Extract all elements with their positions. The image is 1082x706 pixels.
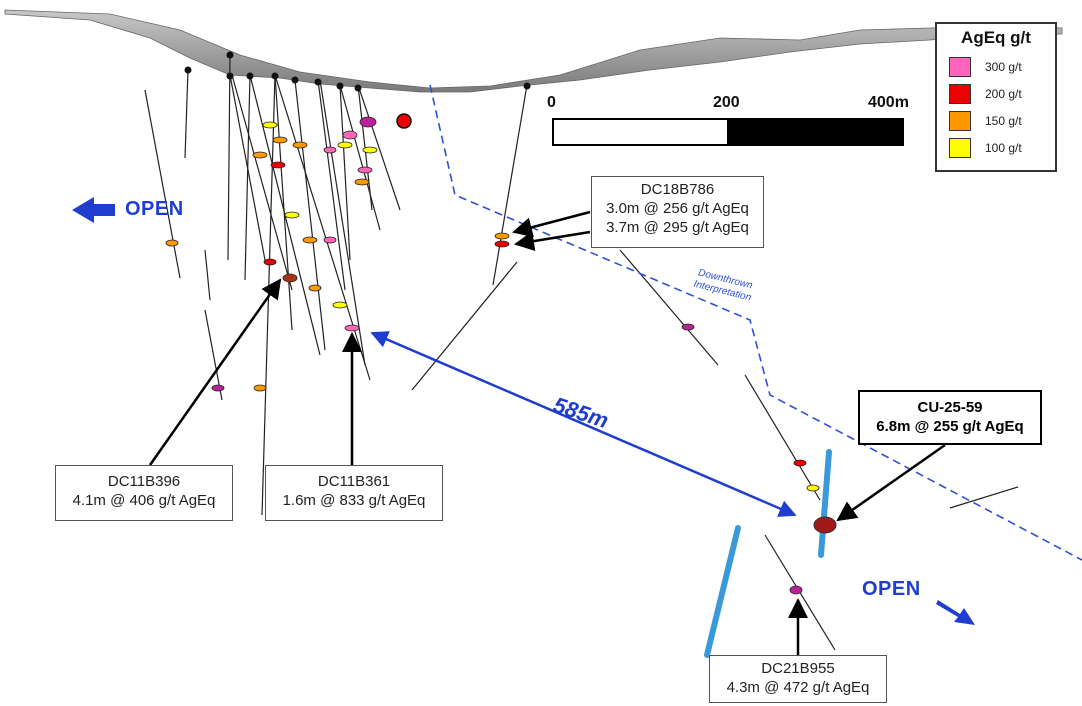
blue-drill-hole — [818, 449, 832, 558]
legend-label-100: 100 g/t — [985, 141, 1022, 155]
callout-dc11b361: DC11B361 1.6m @ 833 g/t AgEq — [265, 465, 443, 521]
scale-label-400m: 400m — [868, 94, 909, 111]
distance-arrow — [370, 331, 797, 517]
drill-collars — [184, 51, 531, 92]
cu-25-59-intercept — [813, 516, 837, 534]
blue-drill-hole — [704, 525, 741, 658]
callout-hole-id: DC11B396 — [107, 473, 181, 490]
callout-intercept: 3.0m @ 256 g/t AgEq — [606, 200, 749, 217]
legend-title: AgEq g/t — [961, 28, 1031, 47]
surface-intercept-marker — [396, 113, 412, 129]
callout-intercept: 4.1m @ 406 g/t AgEq — [72, 492, 216, 509]
callout-intercept: 3.7m @ 295 g/t AgEq — [606, 219, 749, 236]
legend-item-100: 100 g/t — [949, 137, 1022, 159]
callout-dc21b955: DC21B955 4.3m @ 472 g/t AgEq — [709, 655, 887, 703]
legend-item-150: 150 g/t — [949, 110, 1022, 132]
legend-swatch-150 — [949, 111, 971, 131]
open-left-arrow — [72, 197, 115, 223]
callout-intercept: 1.6m @ 833 g/t AgEq — [282, 492, 426, 509]
intercept-markers — [165, 116, 820, 595]
scale-bar-white — [552, 118, 729, 146]
callout-dc11b396: DC11B396 4.1m @ 406 g/t AgEq — [55, 465, 233, 521]
downthrown-interpretation-line — [429, 84, 1082, 561]
legend-swatch-200 — [949, 84, 971, 104]
scale-bar-black — [727, 118, 904, 146]
legend-label-300: 300 g/t — [985, 60, 1022, 74]
legend-label-150: 150 g/t — [985, 114, 1022, 128]
callout-hole-id: DC21B955 — [761, 660, 835, 677]
callout-cu-25-59: CU-25-59 6.8m @ 255 g/t AgEq — [858, 390, 1042, 445]
scale-label-200: 200 — [713, 94, 740, 111]
callout-leaders — [148, 210, 946, 655]
open-right-arrow — [936, 600, 975, 625]
callout-hole-id: DC11B361 — [317, 473, 391, 490]
open-label-right: OPEN — [862, 578, 921, 600]
callout-hole-id: DC18B786 — [640, 181, 715, 198]
callout-dc18b786: DC18B786 3.0m @ 256 g/t AgEq 3.7m @ 295 … — [591, 176, 764, 248]
legend-swatch-300 — [949, 57, 971, 77]
open-label-left: OPEN — [125, 198, 184, 220]
callout-hole-id: CU-25-59 — [917, 399, 983, 416]
legend-item-200: 200 g/t — [949, 83, 1022, 105]
grade-legend: AgEq g/t 300 g/t 200 g/t 150 g/t 100 g/t — [935, 22, 1057, 172]
callout-intercept: 6.8m @ 255 g/t AgEq — [876, 418, 1024, 435]
callout-intercept: 4.3m @ 472 g/t AgEq — [726, 679, 870, 696]
legend-swatch-100 — [949, 138, 971, 158]
legend-item-300: 300 g/t — [949, 56, 1022, 78]
scale-label-0: 0 — [547, 94, 556, 111]
legend-label-200: 200 g/t — [985, 87, 1022, 101]
topographic-surface — [4, 9, 1063, 93]
